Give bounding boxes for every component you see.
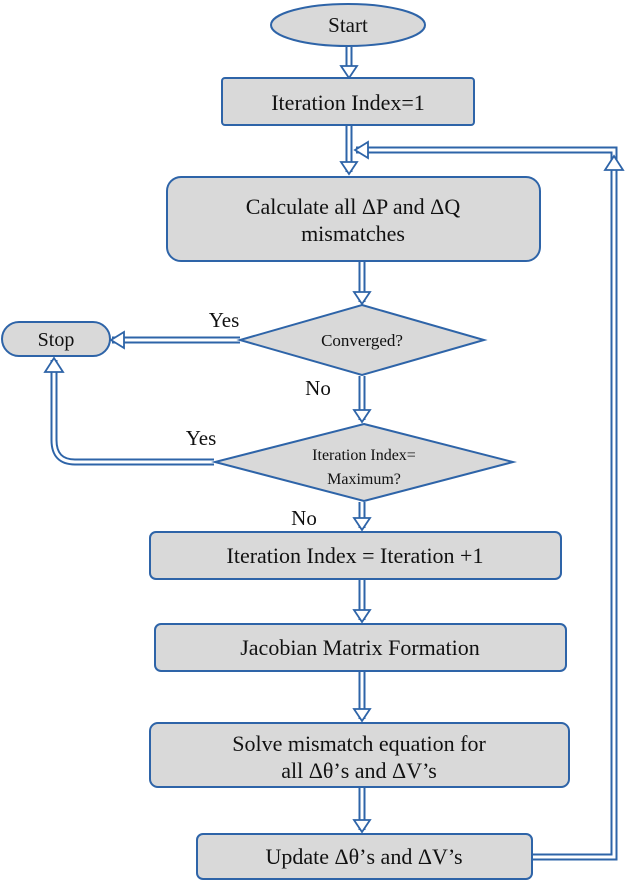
node-maxcheck-line2: Maximum? <box>327 471 401 488</box>
arrowhead-converged <box>352 291 372 306</box>
node-maxcheck: Iteration Index= Maximum? <box>211 422 517 503</box>
node-increment-label: Iteration Index = Iteration +1 <box>227 543 484 568</box>
node-converged-label: Converged? <box>321 331 403 350</box>
node-stop-label: Stop <box>38 329 75 351</box>
edge-label-converged-no: No <box>305 376 331 400</box>
arrowhead-loop-up <box>603 154 625 171</box>
arrowhead-increment <box>352 517 372 532</box>
arrowhead-update <box>352 819 372 834</box>
arrowhead-solve <box>352 708 372 723</box>
arrowhead-calc <box>339 161 359 176</box>
node-jacobian-label: Jacobian Matrix Formation <box>240 635 480 660</box>
node-increment: Iteration Index = Iteration +1 <box>149 531 562 580</box>
arrowhead-loop-calc <box>353 140 369 160</box>
node-start-label: Start <box>328 13 368 37</box>
node-solve-line1: Solve mismatch equation for <box>232 731 486 756</box>
arrowhead-stop-yes <box>109 330 125 350</box>
arrowhead-jacobian <box>352 609 372 624</box>
node-init-label: Iteration Index=1 <box>271 90 425 115</box>
node-calc-line1: Calculate all ΔP and ΔQ <box>246 194 461 219</box>
node-jacobian: Jacobian Matrix Formation <box>154 623 567 672</box>
node-update: Update Δθ’s and ΔV’s <box>196 833 533 880</box>
edge-label-max-no: No <box>291 506 317 530</box>
node-calc: Calculate all ΔP and ΔQ mismatches <box>166 176 541 262</box>
node-converged: Converged? <box>236 303 488 377</box>
edge-label-max-yes: Yes <box>186 426 217 450</box>
edge-label-converged-yes: Yes <box>209 308 240 332</box>
node-solve: Solve mismatch equation for all Δθ’s and… <box>149 722 570 788</box>
node-calc-line2: mismatches <box>301 221 405 246</box>
node-solve-line2: all Δθ’s and ΔV’s <box>281 758 437 783</box>
node-init: Iteration Index=1 <box>221 77 475 126</box>
node-start: Start <box>270 3 426 47</box>
node-maxcheck-line1: Iteration Index= <box>312 447 416 464</box>
node-stop: Stop <box>1 321 111 357</box>
arrowhead-stop-max <box>43 356 65 373</box>
node-update-label: Update Δθ’s and ΔV’s <box>265 844 462 869</box>
arrowheads <box>43 65 625 834</box>
arrowhead-maxcheck <box>352 409 372 424</box>
arrowhead-init <box>339 65 359 80</box>
